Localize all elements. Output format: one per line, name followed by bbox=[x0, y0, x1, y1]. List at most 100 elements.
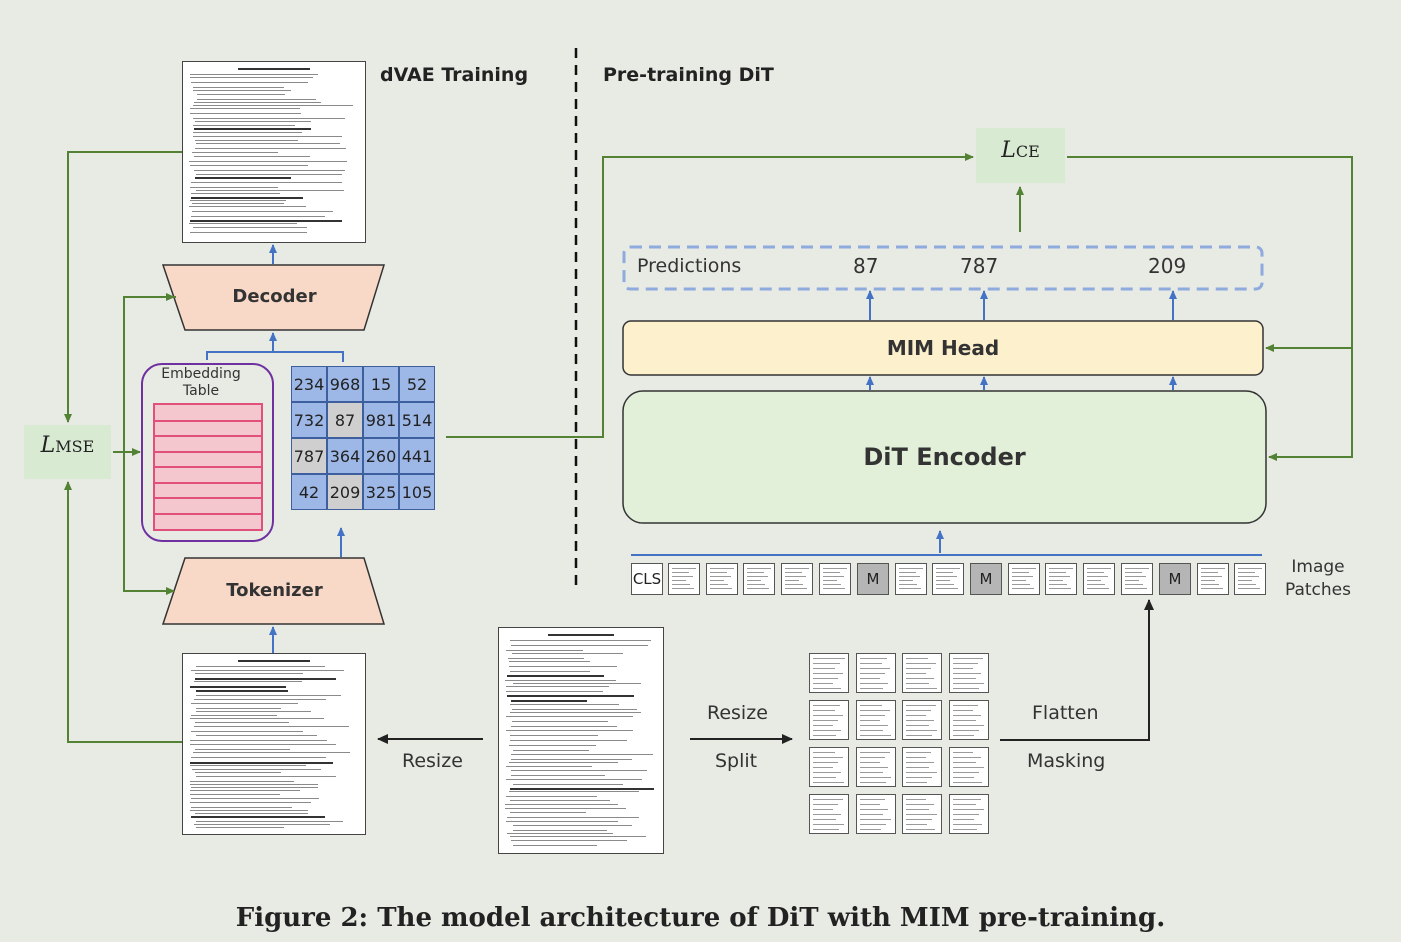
document-text-line bbox=[510, 840, 627, 841]
document-text-line bbox=[194, 772, 281, 773]
document-text-line bbox=[511, 775, 605, 776]
image-patch bbox=[1234, 563, 1266, 595]
decoder-label: Decoder bbox=[232, 286, 317, 307]
document-text-line bbox=[195, 722, 290, 723]
document-text-line bbox=[194, 148, 346, 149]
token-cell: 209 bbox=[327, 474, 363, 510]
image-patch bbox=[895, 563, 927, 595]
document-text-line bbox=[195, 143, 340, 144]
document-text-line bbox=[189, 161, 348, 162]
document-text-line bbox=[196, 695, 342, 696]
ce-loss-box bbox=[976, 128, 1065, 183]
document-text-line bbox=[191, 670, 344, 671]
document-text-line bbox=[194, 128, 311, 130]
token-cell: 42 bbox=[291, 474, 327, 510]
document-text-line bbox=[510, 645, 649, 646]
split-patch bbox=[949, 747, 989, 787]
split-patch bbox=[902, 747, 942, 787]
image-patch bbox=[1008, 563, 1040, 595]
document-text-line bbox=[195, 827, 284, 828]
document-text-line bbox=[508, 745, 596, 746]
token-cell: 325 bbox=[363, 474, 399, 510]
document-text-line bbox=[511, 726, 618, 727]
token-cell: 514 bbox=[399, 402, 435, 438]
prediction-value: 87 bbox=[853, 254, 879, 278]
document-text-line bbox=[195, 708, 282, 709]
document-text-line bbox=[189, 790, 300, 791]
resize-split-top-label: Resize bbox=[707, 702, 768, 724]
ce-loss-label: LCE bbox=[976, 138, 1065, 163]
document-text-line bbox=[193, 681, 302, 682]
document-text-line bbox=[506, 821, 618, 822]
image-patch bbox=[781, 563, 813, 595]
split-patch bbox=[902, 653, 942, 693]
token-cell: 441 bbox=[399, 438, 435, 474]
image-patch bbox=[1083, 563, 1115, 595]
split-patch bbox=[856, 794, 896, 834]
document-text-line bbox=[512, 845, 597, 846]
document-text-line bbox=[510, 788, 654, 790]
document-text-line bbox=[505, 716, 633, 717]
decoder-shape bbox=[161, 264, 386, 331]
image-patch bbox=[1045, 563, 1077, 595]
masked-patch: M bbox=[1159, 563, 1191, 595]
document-text-line bbox=[190, 794, 281, 795]
document-text-line bbox=[510, 704, 620, 705]
document-text-line bbox=[505, 680, 617, 681]
document-text-line bbox=[190, 715, 277, 716]
image-patch bbox=[932, 563, 964, 595]
document-text-line bbox=[190, 703, 298, 704]
document-text-line bbox=[196, 94, 286, 95]
document-text-line bbox=[189, 77, 314, 78]
document-text-line bbox=[190, 740, 327, 741]
document-text-line bbox=[505, 650, 583, 651]
token-cell: 260 bbox=[363, 438, 399, 474]
cls-token-patch: CLS bbox=[631, 563, 663, 595]
document-text-line bbox=[505, 779, 642, 780]
embedding-row-divider bbox=[155, 512, 261, 515]
document-text-line bbox=[510, 712, 642, 713]
document-text-line bbox=[512, 683, 641, 684]
document-text-line bbox=[190, 108, 301, 109]
document-text-line bbox=[507, 675, 604, 677]
document-text-line bbox=[506, 833, 614, 834]
image-patch bbox=[819, 563, 851, 595]
document-text-line bbox=[189, 781, 294, 782]
document-text-line bbox=[190, 182, 343, 183]
reconstructed-document-image bbox=[182, 61, 366, 243]
image-patch bbox=[1121, 563, 1153, 595]
original-document-image bbox=[498, 627, 664, 854]
embedding-row-divider bbox=[155, 450, 261, 453]
token-cell: 105 bbox=[399, 474, 435, 510]
split-patch bbox=[902, 794, 942, 834]
document-text-line bbox=[189, 686, 286, 688]
loss-subscript: MSE bbox=[55, 437, 95, 456]
document-text-line bbox=[509, 671, 591, 672]
document-text-line bbox=[505, 686, 609, 687]
token-cell: 52 bbox=[399, 366, 435, 402]
prediction-value: 787 bbox=[960, 254, 999, 278]
loss-symbol: L bbox=[40, 433, 56, 458]
document-text-line bbox=[193, 824, 331, 825]
document-text-line bbox=[511, 721, 608, 722]
document-text-line bbox=[512, 825, 632, 826]
predictions-box bbox=[622, 245, 1264, 291]
document-text-line bbox=[189, 220, 343, 222]
document-text-line bbox=[190, 200, 286, 201]
document-text-line bbox=[195, 735, 318, 736]
split-patch bbox=[856, 747, 896, 787]
split-patch bbox=[902, 700, 942, 740]
document-text-line bbox=[193, 90, 291, 91]
embedding-row-divider bbox=[155, 419, 261, 422]
document-text-line bbox=[506, 695, 634, 697]
token-cell: 787 bbox=[291, 438, 327, 474]
mim-head-label: MIM Head bbox=[886, 336, 1000, 360]
document-text-line bbox=[194, 140, 299, 141]
document-text-line bbox=[192, 105, 353, 106]
document-text-line bbox=[195, 190, 345, 191]
document-text-line bbox=[189, 165, 309, 166]
document-text-line bbox=[192, 136, 342, 137]
document-text-line bbox=[510, 770, 647, 771]
